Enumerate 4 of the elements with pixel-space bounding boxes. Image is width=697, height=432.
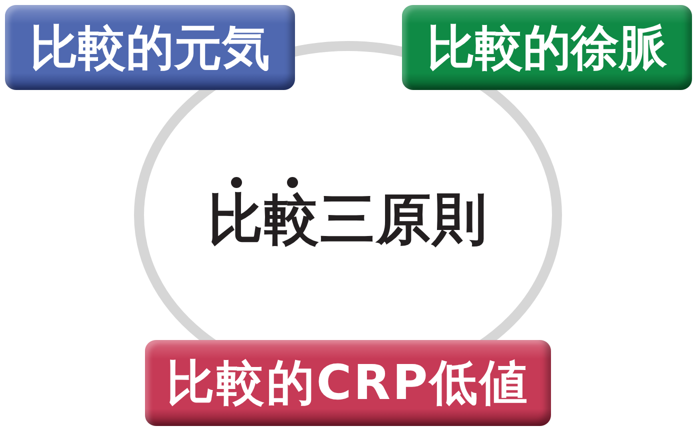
label-box: 比較的徐脈 [402,5,692,90]
label-box: 比較的CRP低値 [145,340,551,426]
heading-text: 比較三原則 [208,192,488,246]
label-box: 比較的元気 [5,5,295,90]
